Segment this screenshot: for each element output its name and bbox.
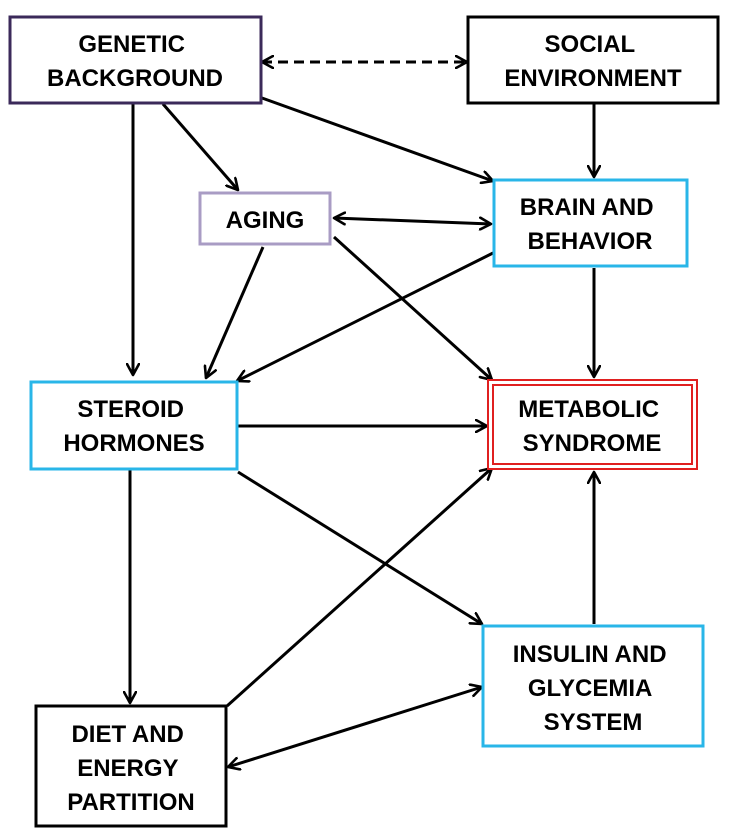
node-brain-and-behavior: BRAIN AND BEHAVIOR <box>492 178 689 268</box>
node-label-line: DIET AND <box>71 721 183 748</box>
edge-steroid-insulin <box>237 470 482 624</box>
node-label-line: SYNDROME <box>523 430 662 457</box>
edge-diet-metabolic <box>225 468 492 708</box>
node-label-line: GLYCEMIA <box>528 675 652 702</box>
node-genetic-background: GENETIC BACKGROUND <box>8 15 263 105</box>
node-label-line: INSULIN AND <box>513 641 667 668</box>
node-metabolic-syndrome: METABOLIC SYNDROME <box>487 379 698 470</box>
node-social-environment: SOCIAL ENVIRONMENT <box>466 15 720 105</box>
node-label: METABOLIC SYNDROME <box>518 396 666 457</box>
node-label-line: BRAIN AND <box>520 194 654 221</box>
node-label: BRAIN AND BEHAVIOR <box>520 194 660 255</box>
edge-insulin-diet <box>228 687 482 767</box>
node-label-line: PARTITION <box>67 789 195 816</box>
node-label-line: BEHAVIOR <box>528 228 653 255</box>
edge-aging-brain <box>334 218 491 224</box>
node-label-line: STEROID <box>77 396 184 423</box>
node-box <box>492 178 689 268</box>
node-label: AGING <box>226 207 305 234</box>
edge-aging-steroid <box>206 246 265 378</box>
node-label-line: GENETIC <box>78 31 185 58</box>
node-label: INSULIN AND GLYCEMIA SYSTEM <box>513 641 673 736</box>
node-box-inner <box>492 384 693 465</box>
node-label-line: AGING <box>226 207 305 234</box>
node-box <box>198 191 332 246</box>
node-diet-and-energy-partition: DIET AND ENERGY PARTITION <box>34 704 228 828</box>
node-label-line: METABOLIC <box>518 396 659 423</box>
node-label: STEROID HORMONES <box>63 396 204 457</box>
nodes-layer: GENETIC BACKGROUND SOCIAL ENVIRONMENT AG… <box>8 15 720 828</box>
node-insulin-and-glycemia-system: INSULIN AND GLYCEMIA SYSTEM <box>481 624 705 748</box>
node-box <box>29 380 239 471</box>
node-label: DIET AND ENERGY PARTITION <box>67 721 195 816</box>
node-box <box>481 624 705 748</box>
edge-aging-metabolic <box>332 235 492 380</box>
node-box <box>34 704 228 828</box>
node-box <box>466 15 720 105</box>
node-label: SOCIAL ENVIRONMENT <box>504 31 682 92</box>
node-label-line: ENVIRONMENT <box>504 65 682 92</box>
edge-brain-steroid <box>237 251 494 381</box>
edges-layer <box>130 62 594 767</box>
node-label-line: SOCIAL <box>545 31 635 58</box>
node-label-line: SYSTEM <box>544 709 643 736</box>
edge-genetic-brain <box>261 96 493 181</box>
node-label-line: BACKGROUND <box>47 65 223 92</box>
node-label-line: HORMONES <box>63 430 204 457</box>
edge-genetic-aging <box>161 103 238 190</box>
node-label: GENETIC BACKGROUND <box>47 31 223 92</box>
node-steroid-hormones: STEROID HORMONES <box>29 380 239 471</box>
node-aging: AGING <box>198 191 332 246</box>
node-box <box>8 15 263 105</box>
node-label-line: ENERGY <box>77 755 178 782</box>
